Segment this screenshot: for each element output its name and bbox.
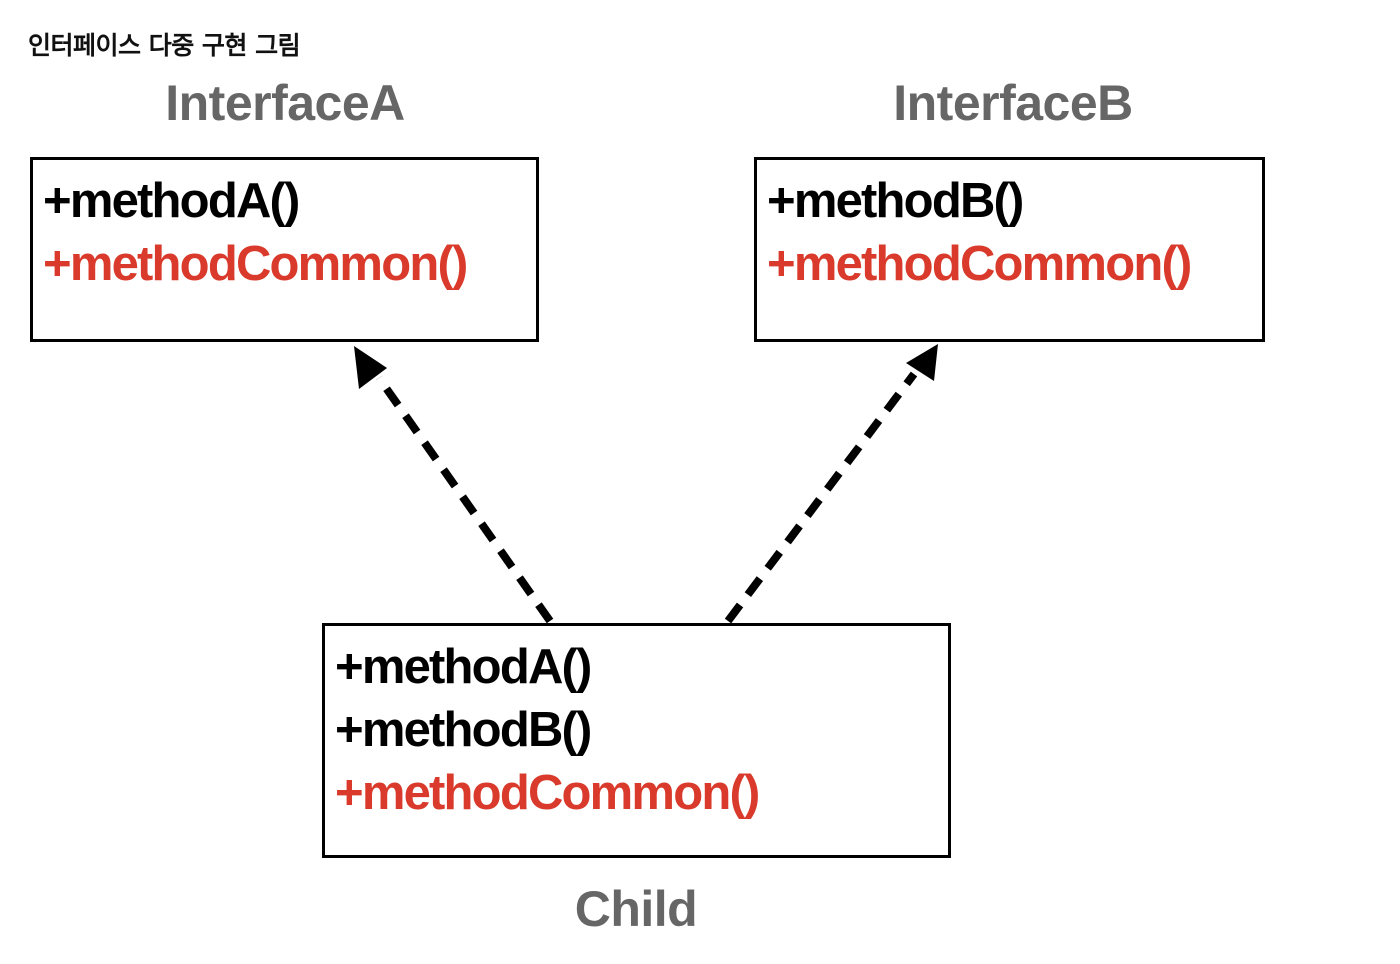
interface-a-method-common: +methodCommon()	[43, 237, 468, 291]
interface-b-method-b: +methodB()	[767, 174, 1024, 228]
arrowhead-to-interface-a	[354, 346, 387, 389]
interface-b-name: InterfaceB	[893, 75, 1133, 131]
arrow-child-to-interface-a	[354, 346, 554, 624]
dashed-line-to-interface-b	[724, 371, 918, 624]
interface-a-box: +methodA() +methodCommon()	[30, 157, 539, 342]
interface-a-name: InterfaceA	[165, 75, 405, 131]
page-heading: 인터페이스 다중 구현 그림	[28, 31, 301, 60]
arrow-child-to-interface-b	[724, 344, 938, 624]
child-method-a: +methodA()	[335, 640, 592, 694]
child-class-box: +methodA() +methodB() +methodCommon()	[322, 623, 951, 858]
child-method-b: +methodB()	[335, 703, 592, 757]
dashed-line-to-interface-a	[375, 375, 554, 624]
interface-b-method-common: +methodCommon()	[767, 237, 1192, 291]
arrowhead-to-interface-b	[906, 344, 938, 381]
interface-b-box: +methodB() +methodCommon()	[754, 157, 1265, 342]
child-class-name: Child	[574, 881, 698, 937]
interface-a-method-a: +methodA()	[43, 174, 300, 228]
child-method-common: +methodCommon()	[335, 766, 760, 820]
